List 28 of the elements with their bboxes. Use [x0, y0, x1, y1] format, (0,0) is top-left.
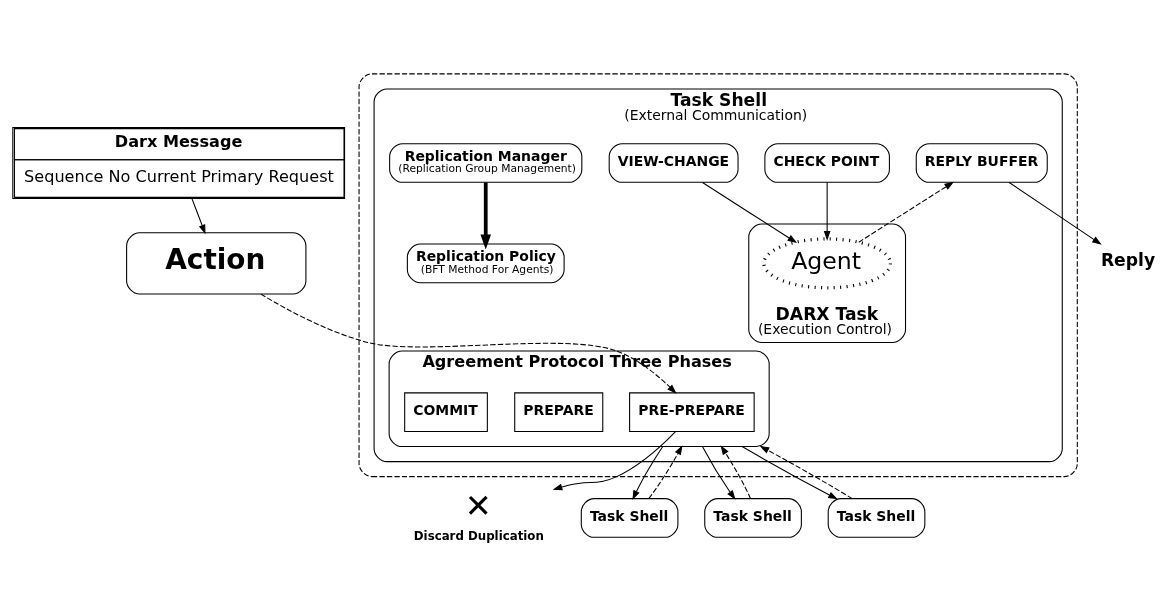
arrow	[701, 181, 798, 243]
arrow	[823, 181, 831, 241]
arrow	[759, 445, 853, 499]
node-box: VIEW-CHANGE	[608, 142, 739, 183]
node-box: Replication Manager (Replication Group Management)	[389, 142, 583, 183]
arrow	[552, 430, 677, 490]
arrow	[1008, 181, 1102, 245]
node-box: REPLY BUFFER	[915, 142, 1048, 183]
arrow	[191, 197, 206, 234]
arrow	[701, 445, 736, 500]
arrow	[720, 444, 751, 499]
node-box: PRE-PREPARE	[629, 391, 755, 432]
arrow	[858, 181, 955, 243]
node-box: Task Shell	[827, 497, 926, 538]
arrow	[648, 444, 683, 499]
arrow	[480, 182, 492, 250]
node-box: Replication Policy (BFT Method For Agents)	[406, 243, 565, 283]
node-text: Reply	[1100, 249, 1156, 270]
arrow	[632, 445, 664, 500]
node-box: Task Shell	[704, 497, 802, 538]
node-box: Action	[126, 231, 307, 294]
arrow	[741, 445, 838, 499]
node-text: ✕ Discard Duplication	[413, 486, 544, 543]
node-box: PREPARE	[514, 391, 604, 432]
arrow	[260, 293, 677, 394]
node-box: COMMIT	[404, 391, 488, 432]
node-box: CHECK POINT	[764, 142, 890, 183]
node-box: Task Shell	[580, 497, 679, 538]
